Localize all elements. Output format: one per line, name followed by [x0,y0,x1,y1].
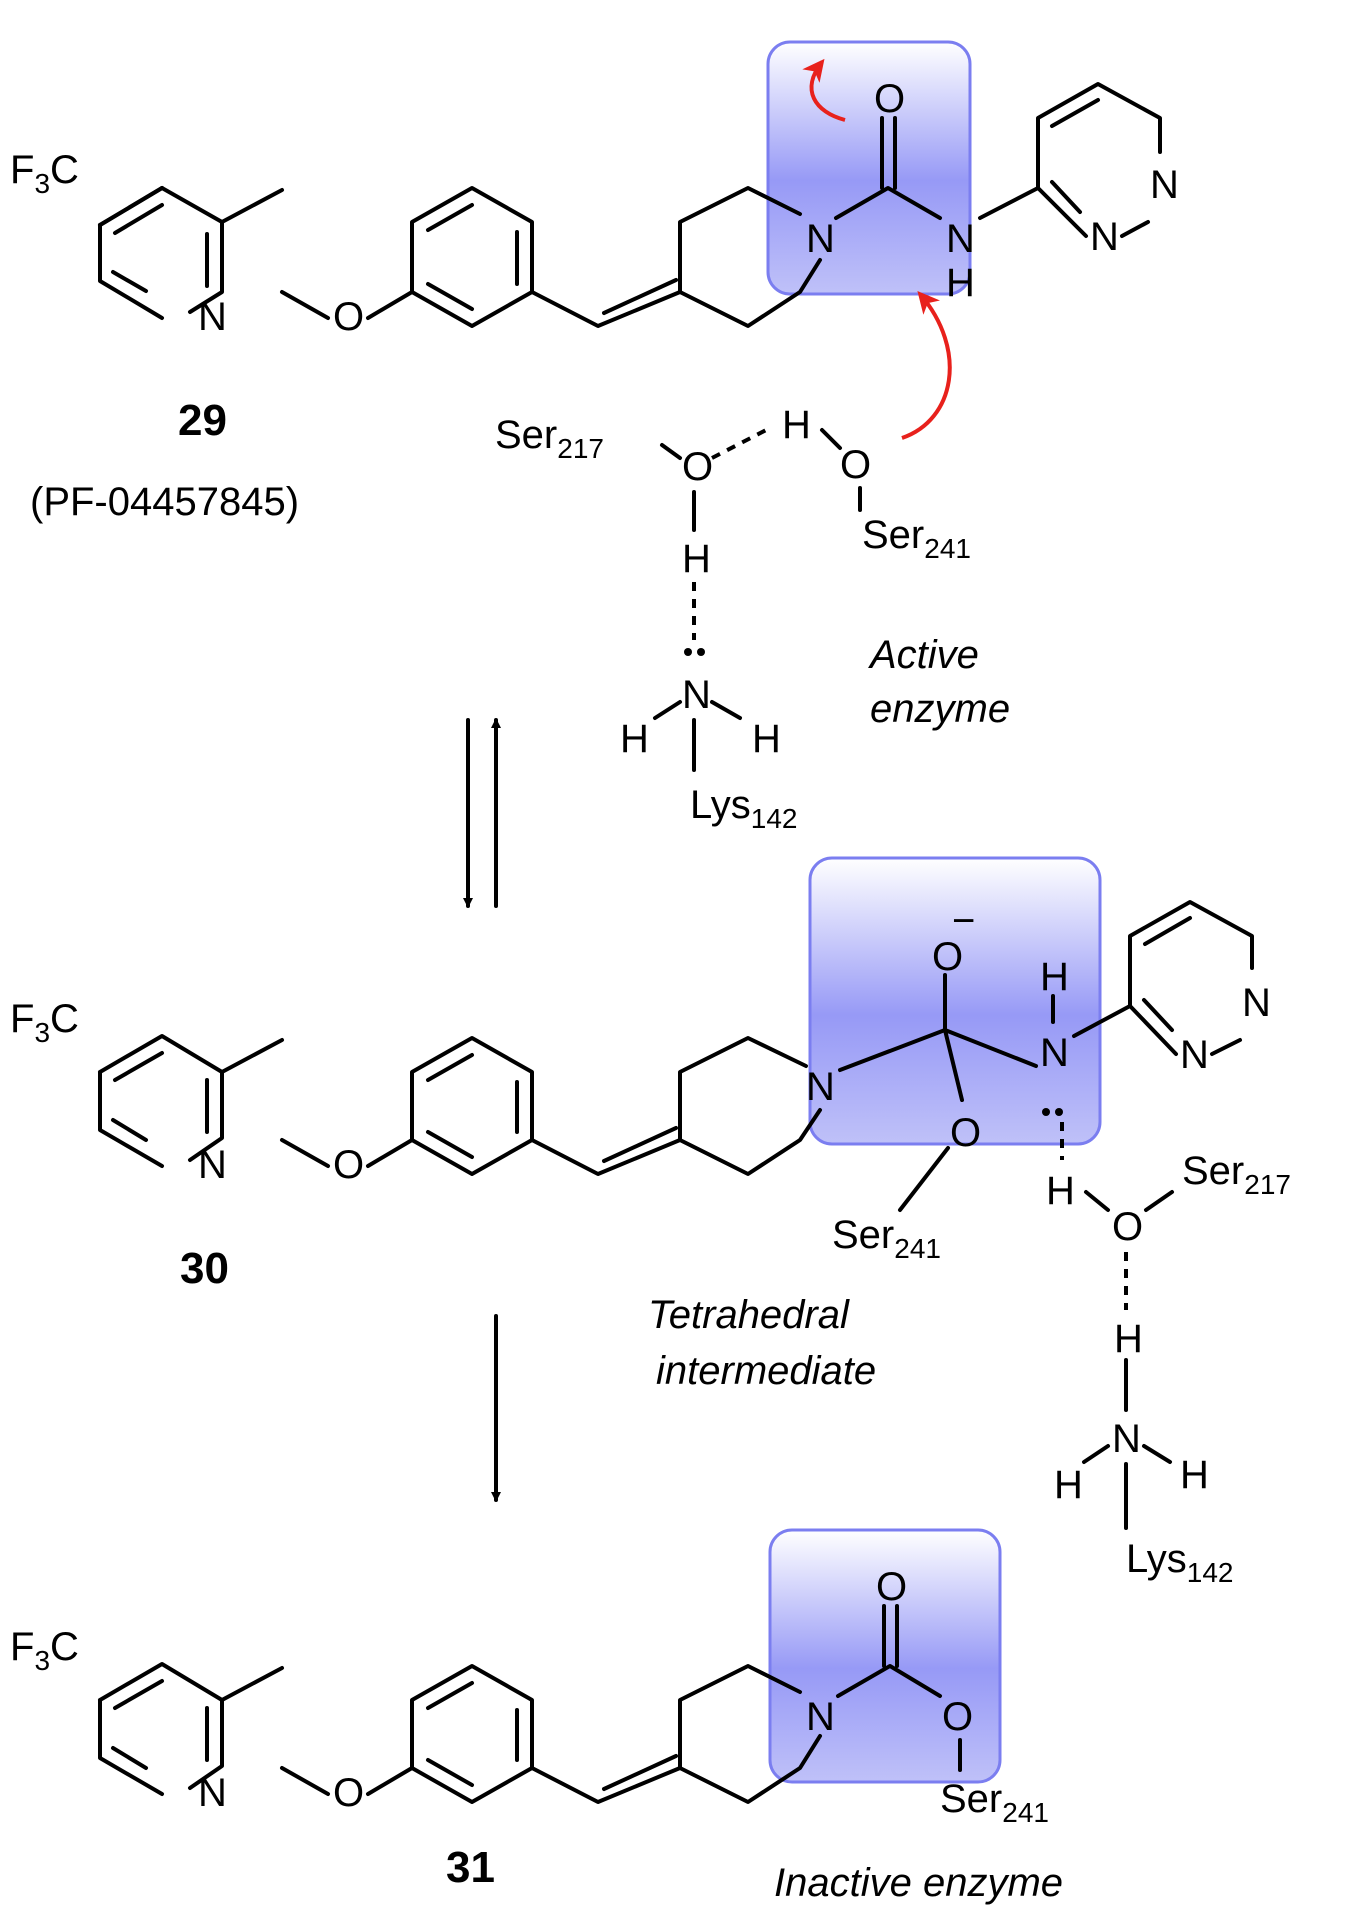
red-arrow-carbonyl [802,58,846,122]
pyridazine-ring [1072,900,1254,1056]
cf3-bond [220,188,284,224]
pyridazine-n2: N [1180,1033,1209,1077]
active-site-middle: H O Ser217 H N H H Lys142 [1046,1149,1291,1588]
lys-h2: H [752,717,781,761]
compound-31-number: 31 [446,1843,495,1892]
compound-29-number: 29 [178,396,227,445]
compound-31: F3C N O N O O Ser241 31 Inactive enzyme [10,1528,1063,1905]
piperidine-n: N [806,1695,835,1739]
ser241-label: Ser241 [862,513,971,564]
lys142-label: Lys142 [1126,1537,1233,1588]
ser241-h: H [782,403,811,447]
pyridazine-n2: N [1090,215,1119,259]
pyridine-n: N [198,295,227,339]
urea-bonds [834,116,942,220]
ser241-label: Ser241 [832,1213,941,1264]
ser217-h: H [682,537,711,581]
lone-pair-dot [697,648,705,656]
benzene-ring [410,1036,534,1176]
pyridine-n: N [198,1143,227,1187]
caption-tetra-1: Tetrahedral [648,1293,850,1337]
ether-bonds [280,290,414,320]
equilibrium-arrows [463,718,501,908]
lone-pair-dot [684,648,692,656]
carbamate-bonds [836,1604,942,1698]
ser217-o: O [682,445,713,489]
ser217-h: H [1046,1169,1075,1213]
hbond-ser217-ser241 [711,426,771,460]
tetrahedral-bonds [838,973,1038,1102]
lone-pair-dot [1055,1108,1063,1116]
ser217-o: O [1112,1205,1143,1249]
ser241-o: O [950,1111,981,1155]
ether-o: O [333,1771,364,1815]
highlight-box-urea [766,40,972,296]
caption-inactive: Inactive enzyme [774,1861,1063,1905]
pyridazine-ring [978,82,1162,238]
active-site-top: Ser217 O H O Ser241 H N H H Lys142 Activ… [495,403,1010,834]
compound-29: F3C N O N O N H N N 29 (PF-04457845) [10,40,1179,524]
lone-pair-dot [1042,1108,1050,1116]
highlight-box-tetrahedral [808,856,1102,1146]
carbonyl-o: O [876,1565,907,1609]
lys-n: N [1112,1417,1141,1461]
compound-30-number: 30 [180,1244,229,1293]
carbonyl-o: O [874,77,905,121]
pyridine-ring [98,1662,224,1796]
ser241-o: O [840,443,871,487]
cf3-label: F3C [10,1625,79,1676]
piperidine-n: N [806,1065,835,1109]
compound-29-code: (PF-04457845) [30,480,299,524]
lys-h2: H [1180,1453,1209,1497]
pyridazine-n1: N [1150,163,1179,207]
carbamate-o: O [942,1695,973,1739]
lys-h1: H [620,717,649,761]
pyridine-n: N [198,1771,227,1815]
nh-n: N [1040,1031,1069,1075]
benzene-ring [410,186,534,328]
cf3-label: F3C [10,997,79,1048]
ser217-label: Ser217 [1182,1149,1291,1200]
exocyclic-alkene [530,278,682,328]
ser241-label: Ser241 [940,1777,1049,1828]
cf3-label: F3C [10,148,79,199]
lys-h: H [1114,1317,1143,1361]
bond [98,186,164,227]
compound-30: F3C N O N O − O Ser241 H N N N 30 Tetrah… [10,856,1271,1393]
pyridazine-n1: N [1242,981,1271,1025]
benzene-ring [410,1664,534,1804]
lys-h1: H [1054,1463,1083,1507]
red-arrow-attack [901,290,952,440]
pyridazine-inner [1050,98,1100,214]
piperidine-n: N [806,217,835,261]
caption-tetra-2: intermediate [656,1349,876,1393]
lys142-label: Lys142 [690,783,797,834]
caption-active-1: Active [868,633,979,677]
caption-active-2: enzyme [870,687,1010,731]
urea-nh-n: N [946,217,975,261]
lys-n: N [682,673,711,717]
oxyanion-o: O [932,935,963,979]
ether-o: O [333,295,364,339]
piperidine-ring [678,186,822,328]
urea-nh-h: H [946,261,975,305]
ether-o: O [333,1143,364,1187]
nh-h: H [1040,955,1069,999]
oxyanion-charge: − [952,899,975,943]
ser217-label: Ser217 [495,413,604,464]
